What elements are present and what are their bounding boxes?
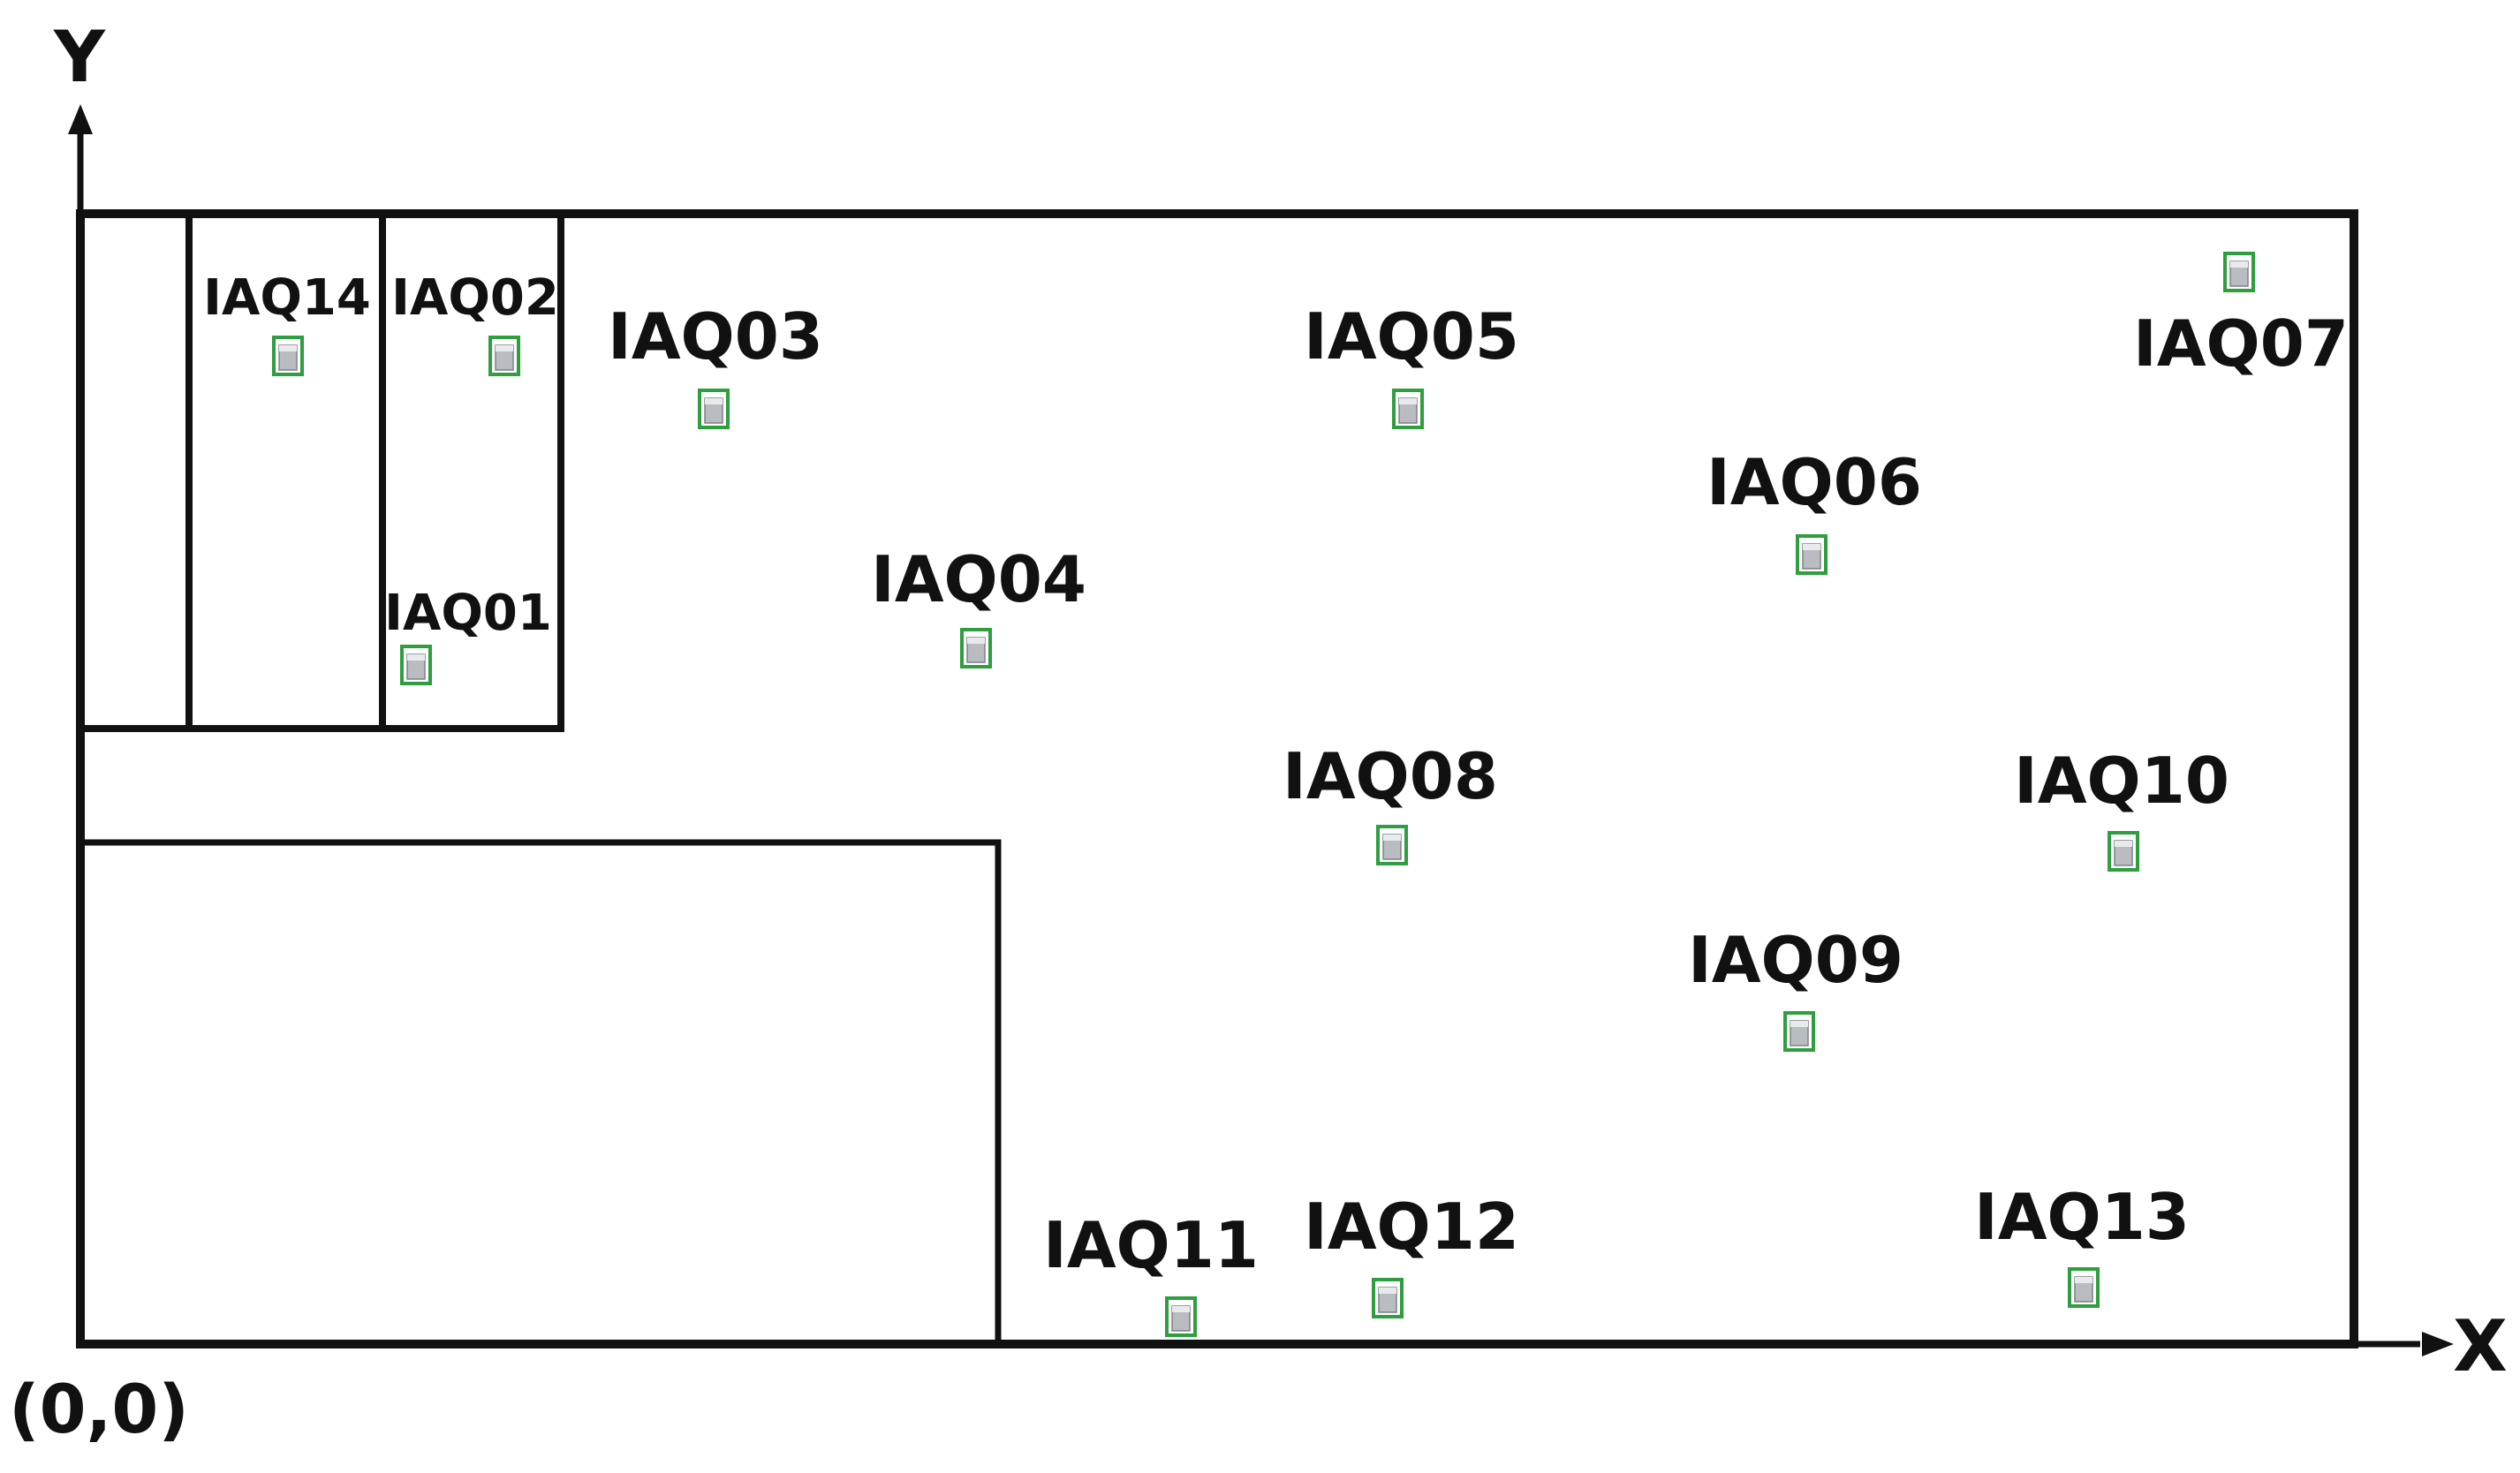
sensor-iaq07: IAQ07 [2133, 252, 2349, 381]
sensor-label: IAQ06 [1706, 445, 1922, 519]
sensor-device-icon [1372, 1278, 1404, 1318]
sensor-iaq05: IAQ05 [1304, 299, 1519, 429]
sensor-label: IAQ09 [1688, 923, 1903, 997]
sensor-device-icon [1796, 534, 1828, 575]
sensor-label: IAQ10 [2014, 744, 2229, 818]
sensor-iaq11: IAQ11 [1043, 1208, 1259, 1337]
sensor-device-icon [272, 336, 304, 376]
sensor-iaq02: IAQ02 [391, 269, 559, 376]
sensor-iaq09: IAQ09 [1688, 923, 1903, 1052]
sensor-device-icon [960, 628, 992, 669]
sensor-device-icon [698, 389, 730, 429]
sensor-label: IAQ14 [203, 269, 371, 327]
sensor-iaq08: IAQ08 [1283, 739, 1498, 865]
x-axis-arrow-icon [2422, 1332, 2454, 1356]
sensor-label: IAQ02 [391, 269, 559, 327]
sensor-label: IAQ04 [871, 542, 1086, 616]
sensor-label: IAQ11 [1043, 1208, 1259, 1282]
sensor-device-icon [1165, 1296, 1197, 1337]
sensor-device-icon [2223, 252, 2255, 292]
lower-left-room-wall [80, 839, 1002, 1344]
x-axis-label: X [2453, 1305, 2508, 1387]
sensor-label: IAQ01 [384, 585, 552, 642]
upper-left-rooms-wall [77, 210, 564, 732]
y-axis-arrow-icon [68, 104, 93, 134]
sensor-iaq03: IAQ03 [608, 299, 823, 429]
sensor-device-icon [1783, 1011, 1815, 1052]
sensor-device-icon [400, 645, 432, 685]
sensor-iaq06: IAQ06 [1706, 445, 1922, 575]
sensor-iaq01: IAQ01 [384, 585, 552, 685]
sensor-iaq13: IAQ13 [1974, 1180, 2190, 1308]
sensor-label: IAQ13 [1974, 1180, 2190, 1254]
sensor-device-icon [2068, 1267, 2100, 1308]
sensor-iaq10: IAQ10 [2014, 744, 2229, 872]
sensor-device-icon [1376, 825, 1408, 865]
walls [76, 209, 2358, 1348]
sensor-label: IAQ05 [1304, 299, 1519, 374]
sensor-iaq04: IAQ04 [871, 542, 1086, 669]
outer-boundary-wall [76, 209, 2358, 1348]
sensor-iaq14: IAQ14 [203, 269, 371, 376]
sensor-label: IAQ07 [2133, 306, 2349, 381]
sensor-device-icon [2108, 831, 2139, 872]
sensor-label: IAQ03 [608, 299, 823, 374]
sensor-device-icon [1392, 389, 1424, 429]
sensor-device-icon [488, 336, 520, 376]
origin-label: (0,0) [9, 1370, 189, 1448]
sensor-label: IAQ12 [1304, 1190, 1519, 1264]
y-axis-label: Y [53, 16, 106, 98]
sensor-iaq12: IAQ12 [1304, 1190, 1519, 1318]
sensor-label: IAQ08 [1283, 739, 1498, 813]
